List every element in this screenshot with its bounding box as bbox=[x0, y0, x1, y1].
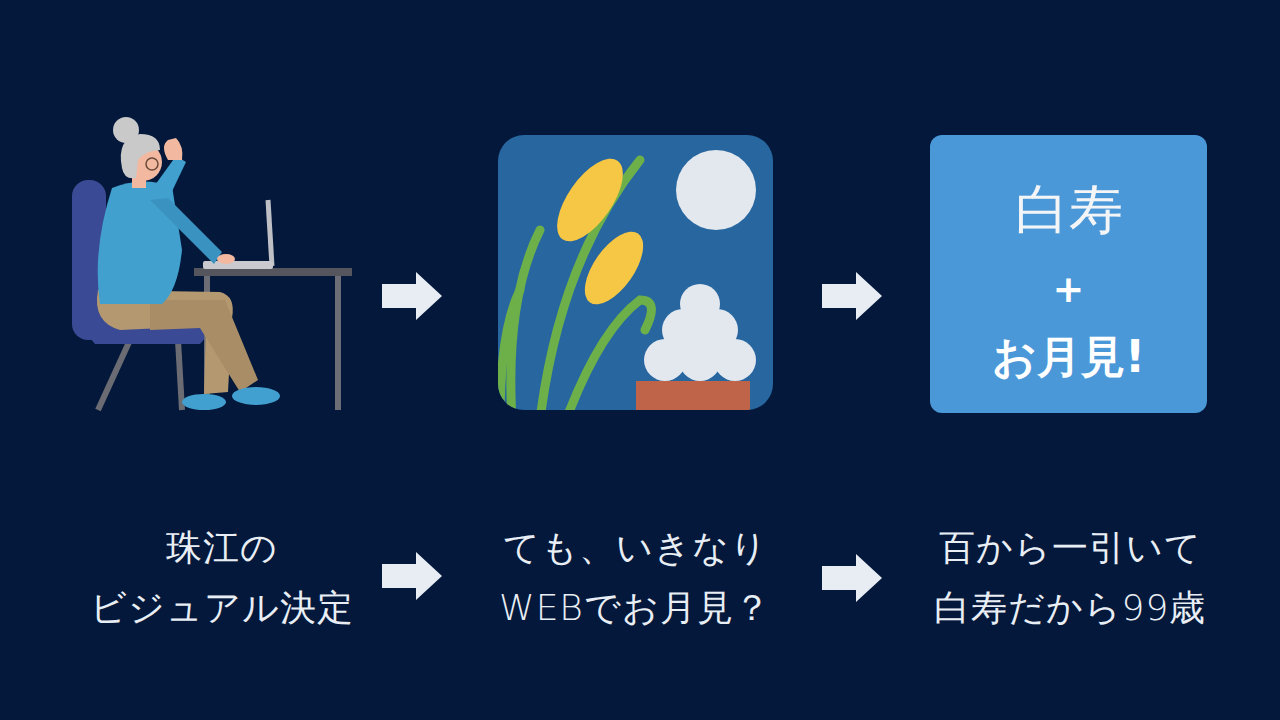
head-part bbox=[146, 158, 158, 170]
title-text: 白寿 bbox=[1015, 178, 1123, 243]
chair-part bbox=[178, 340, 182, 410]
icon-content-part bbox=[676, 150, 756, 230]
grass-ears bbox=[544, 148, 654, 314]
dango bbox=[644, 284, 756, 381]
pampas-grass-part bbox=[511, 230, 540, 410]
dango-part bbox=[680, 284, 720, 324]
moon-viewing-icon-part bbox=[498, 135, 773, 410]
step-caption: ても、いきなり WEBでお月見？ bbox=[465, 518, 805, 638]
desk-part bbox=[335, 276, 341, 410]
head bbox=[113, 117, 162, 188]
typing-arm-part bbox=[217, 254, 235, 264]
shoes-part bbox=[232, 387, 280, 405]
moon-viewing-icon bbox=[498, 135, 773, 420]
pampas-grass-part bbox=[500, 290, 520, 410]
highlight-box: 白寿 + お月見! bbox=[930, 135, 1207, 413]
head-part bbox=[113, 117, 139, 143]
pants-part bbox=[150, 300, 258, 392]
desk-part bbox=[194, 268, 352, 276]
flow-arrows-part bbox=[822, 554, 882, 602]
flow-arrows-part bbox=[822, 272, 882, 320]
grass-ears-part bbox=[574, 222, 655, 314]
typing-arm-part bbox=[150, 198, 222, 264]
flow-arrows-part bbox=[382, 552, 442, 600]
caption-wrap: 百から一引いて 白寿だから99歳 bbox=[900, 518, 1240, 638]
raised-arm-part bbox=[164, 138, 182, 160]
step-caption: 珠江の ビジュアル決定 bbox=[52, 518, 392, 638]
subtitle-text: お月見! bbox=[992, 331, 1145, 384]
chair-part bbox=[98, 340, 130, 410]
plus-sign: + bbox=[1053, 267, 1085, 313]
typing-arm bbox=[150, 198, 235, 264]
caption-wrap: 珠江の ビジュアル決定 bbox=[52, 518, 392, 638]
dango-stand bbox=[636, 381, 750, 410]
shoes bbox=[182, 387, 280, 410]
step-caption: 百から一引いて 白寿だから99歳 bbox=[900, 518, 1240, 638]
laptop-part bbox=[268, 200, 272, 266]
icon-content bbox=[500, 148, 756, 410]
pants bbox=[97, 290, 258, 394]
caption-wrap: ても、いきなり WEBでお月見？ bbox=[465, 518, 805, 638]
flow-arrows-part bbox=[382, 272, 442, 320]
shoes-part bbox=[182, 394, 226, 410]
woman-illustration bbox=[72, 117, 352, 410]
